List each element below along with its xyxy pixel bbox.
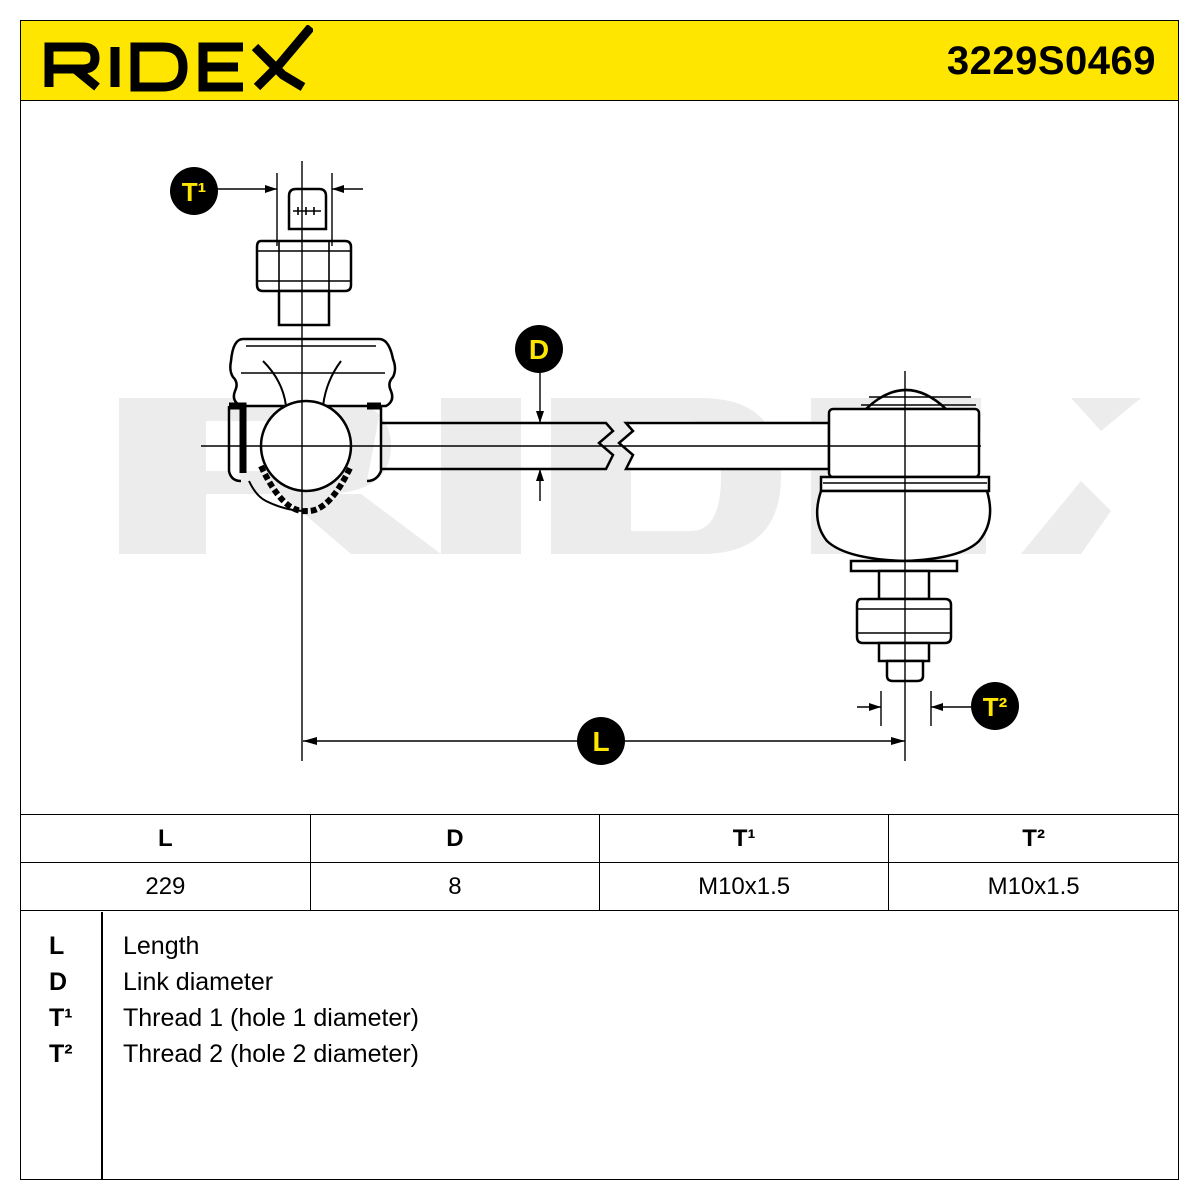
- dimension-arrows: [265, 185, 943, 745]
- label-l-badge: L: [577, 717, 625, 765]
- spec-value-t2: M10x1.5: [888, 862, 1178, 911]
- legend-key: T¹: [49, 1004, 73, 1032]
- stabilizer-link-diagram: T¹ D T² L: [119, 161, 1141, 765]
- legend-item: T¹ Thread 1 (hole 1 diameter): [21, 1000, 1178, 1036]
- legend-item: T² Thread 2 (hole 2 diameter): [21, 1036, 1178, 1072]
- left-ball-joint: [227, 187, 397, 515]
- spec-header-l: L: [21, 814, 311, 863]
- label-t1: T¹: [182, 177, 207, 207]
- label-l: L: [592, 726, 609, 757]
- spec-header-t1: T¹: [598, 814, 890, 863]
- dimension-lines: [201, 161, 981, 761]
- right-ball-joint: [815, 388, 992, 683]
- legend-key: L: [49, 932, 65, 960]
- spec-header-row: L D T¹ T²: [21, 814, 1178, 863]
- legend-text: Length: [123, 932, 200, 960]
- label-t2-badge: T²: [971, 682, 1019, 730]
- legend-text: Thread 2 (hole 2 diameter): [123, 1040, 419, 1068]
- spec-value-l: 229: [21, 862, 311, 911]
- legend: L Length D Link diameter T¹ Thread 1 (ho…: [21, 912, 1178, 1180]
- legend-text: Link diameter: [123, 968, 274, 996]
- spec-header-t2: T²: [888, 814, 1178, 863]
- header-bar: 3229S0469: [21, 21, 1178, 101]
- spec-value-t1: M10x1.5: [598, 862, 890, 911]
- technical-drawing: T¹ D T² L: [21, 101, 1178, 814]
- ridex-logo: [44, 25, 313, 92]
- product-sheet: 3229S0469: [20, 20, 1179, 1180]
- spec-value-d: 8: [309, 862, 601, 911]
- label-d: D: [529, 334, 549, 365]
- spec-table: L D T¹ T² 229 8 M10x1.5 M10x1.5: [21, 814, 1178, 911]
- legend-text: Thread 1 (hole 1 diameter): [123, 1004, 419, 1032]
- label-t1-badge: T¹: [170, 167, 218, 215]
- legend-key: D: [49, 968, 68, 996]
- spec-value-row: 229 8 M10x1.5 M10x1.5: [21, 862, 1178, 911]
- label-t2: T²: [983, 692, 1008, 722]
- legend-key: T²: [49, 1040, 73, 1068]
- label-d-badge: D: [515, 325, 563, 373]
- legend-item: D Link diameter: [21, 964, 1178, 1000]
- legend-divider: [101, 912, 103, 1180]
- legend-item: L Length: [21, 928, 1178, 964]
- spec-header-d: D: [309, 814, 601, 863]
- part-number: 3229S0469: [946, 39, 1156, 83]
